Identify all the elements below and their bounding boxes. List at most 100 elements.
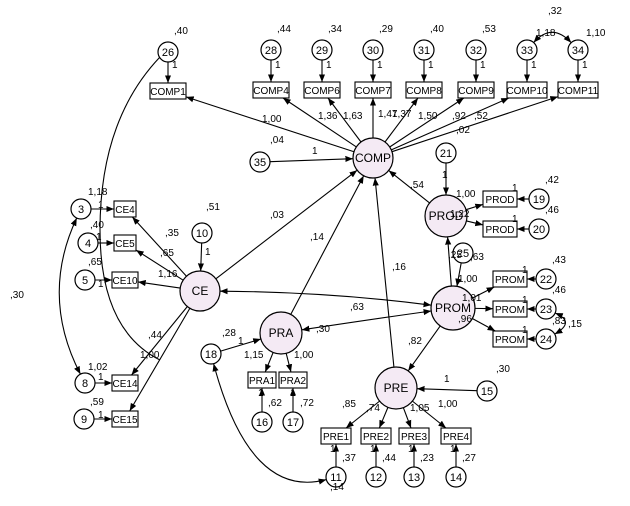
estimate-label: ,23 (420, 453, 434, 464)
indicator-label: COMP1 (150, 87, 186, 98)
error-node (70, 198, 92, 220)
estimate-label: ,27 (462, 453, 476, 464)
indicator-box (506, 81, 548, 99)
estimate-label: 1 (258, 388, 264, 399)
estimate-label: ,04 (270, 135, 284, 146)
estimate-label: ,46 (552, 285, 566, 296)
estimate-label: ,40 (90, 220, 104, 231)
estimate-label: ,14 (330, 482, 344, 493)
estimate-label: ,83 (552, 316, 566, 327)
estimate-label: 1 (275, 60, 281, 71)
estimate-label: ,44 (148, 330, 162, 341)
error-label: 35 (254, 157, 266, 169)
estimate-label: ,30 (496, 364, 510, 375)
indicator-label: COMP11 (558, 86, 599, 97)
indicator-label: COMP8 (406, 86, 442, 97)
indicator-label: PRE4 (443, 432, 470, 443)
estimate-label: ,44 (277, 24, 291, 35)
indicator-label: PRE2 (363, 432, 390, 443)
latent-label: PRA (269, 326, 294, 340)
error-label: 13 (408, 472, 420, 484)
estimate-label: 1 (96, 232, 102, 243)
error-node (74, 269, 96, 291)
error-label: 5 (82, 275, 88, 287)
estimate-label: 1 (326, 60, 332, 71)
estimate-label: 1 (98, 200, 104, 211)
latent-node (259, 311, 303, 355)
loading-arrow (264, 352, 274, 373)
indicator-label: PRA2 (280, 376, 307, 387)
error-label: 18 (205, 349, 217, 361)
shapes-layer (70, 39, 599, 488)
indicator-box (252, 81, 290, 99)
error-label: 24 (540, 334, 552, 346)
estimate-label: 1,63 (343, 111, 363, 122)
estimate-label: 1 (442, 170, 448, 181)
loading-arrow (412, 400, 447, 429)
error-label: 31 (418, 45, 430, 57)
indicator-box (113, 200, 137, 218)
estimate-label: ,40 (430, 24, 444, 35)
covariance-curve (219, 288, 432, 308)
loading-arrow (466, 220, 484, 227)
error-node (282, 411, 304, 433)
estimate-label: ,30 (316, 324, 330, 335)
estimate-label: ,03 (270, 210, 284, 221)
error-label: 17 (287, 417, 299, 429)
loading-arrow (389, 97, 465, 148)
error-label: 22 (540, 274, 552, 286)
error-label: 3 (78, 204, 84, 216)
estimate-label: ,59 (90, 397, 104, 408)
indicator-label: COMP6 (304, 86, 340, 97)
estimate-label: 1 (172, 60, 178, 71)
error-label: 33 (521, 45, 533, 57)
indicator-label: COMP10 (506, 86, 548, 97)
loading-arrow (131, 216, 187, 277)
disturbance-arrow (416, 385, 478, 393)
error-node (311, 39, 333, 61)
path-arrow (388, 170, 430, 204)
estimate-label: 1,00 (458, 274, 478, 285)
error-node (535, 268, 557, 290)
indicator-label: CE4 (115, 205, 135, 216)
estimate-label: ,72 (300, 398, 314, 409)
covariance-curve (533, 31, 572, 44)
indicator-box (247, 371, 277, 389)
estimate-label: 1 (238, 336, 244, 347)
estimate-label: ,37 (342, 453, 356, 464)
error-node (251, 411, 273, 433)
indicator-label: PROM (495, 335, 525, 346)
error-label: 19 (533, 194, 545, 206)
indicator-label: CE14 (112, 379, 137, 390)
error-node (476, 380, 498, 402)
indicator-box (398, 427, 430, 445)
paths-layer (58, 31, 582, 485)
error-label: 30 (367, 45, 379, 57)
latent-label: COMP (355, 151, 391, 165)
latent-node (424, 194, 468, 238)
loading-arrow (378, 407, 389, 429)
error-node (452, 242, 474, 264)
error-node (77, 232, 99, 254)
latent-node (179, 270, 221, 312)
estimate-label: ,35 (165, 228, 179, 239)
error-node (528, 218, 550, 240)
estimate-label: ,74 (366, 403, 380, 414)
disturbance-arrow (269, 155, 354, 163)
loading-arrow (285, 353, 293, 373)
latent-node (374, 366, 418, 410)
estimate-label: 1,00 (140, 350, 160, 361)
indicator-box (360, 427, 392, 445)
estimate-label: 1,00 (262, 114, 282, 125)
estimate-label: 1 (408, 444, 414, 455)
estimate-label: 1 (290, 388, 296, 399)
estimate-label: ,62 (268, 398, 282, 409)
error-label: 4 (85, 238, 91, 250)
error-label: 34 (572, 45, 584, 57)
estimate-label: 1,01 (462, 293, 482, 304)
estimate-label: 1 (98, 279, 104, 290)
indicator-box (303, 81, 341, 99)
path-arrow (407, 325, 441, 372)
estimate-label: 1,05 (410, 403, 430, 414)
